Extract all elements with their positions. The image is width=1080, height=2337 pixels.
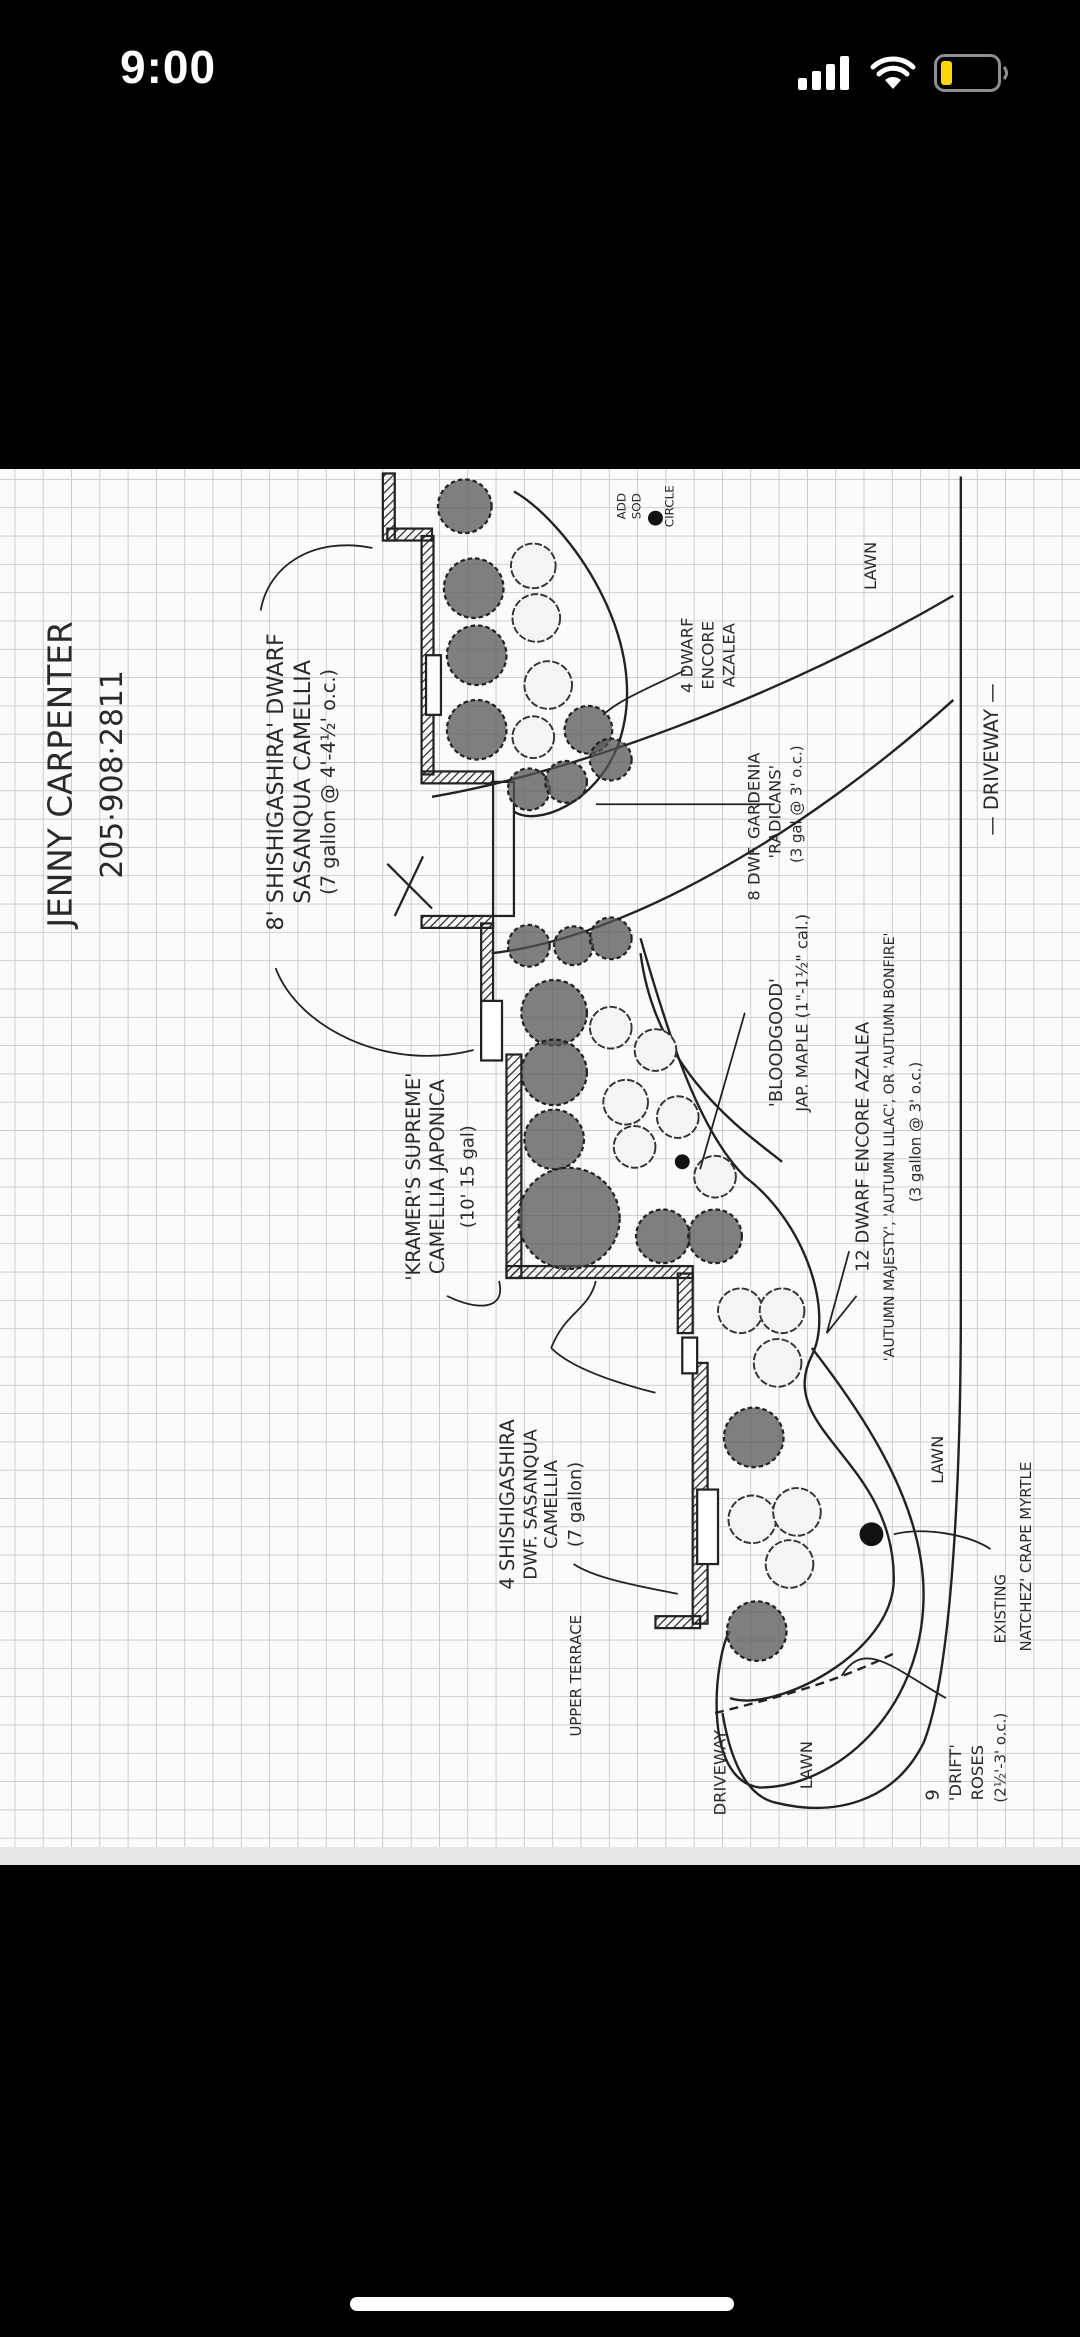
status-time: 9:00	[120, 41, 217, 93]
shrub-symbol	[553, 925, 594, 967]
shrub-symbol	[445, 698, 508, 761]
label-upper-terrace: UPPER TERRACE	[567, 1615, 585, 1737]
shrub-symbol	[517, 1166, 621, 1271]
battery-icon	[934, 54, 1008, 92]
label-shishigashira-4-line2: DWF. SASANQUA	[520, 1428, 541, 1579]
shrub-symbol	[588, 737, 633, 782]
azalea-symbol	[727, 1494, 778, 1545]
retaining-walls	[381, 472, 720, 1630]
shrub-symbol	[588, 916, 633, 961]
shrub-symbol	[506, 767, 551, 812]
label-gardenia-line3: (3 gal @ 3' o.c.)	[787, 745, 805, 863]
label-shishigashira-4-line3: CAMELLIA	[541, 1459, 562, 1549]
plant-symbols	[436, 478, 884, 1663]
label-encore-azalea-4-line3: AZALEA	[719, 622, 738, 687]
label-lawn-3: LAWN	[861, 542, 880, 590]
label-drift-roses-line3: ROSES	[968, 1745, 987, 1800]
label-shishigashira-8-line2: SASANQUA CAMELLIA	[290, 659, 316, 903]
shrub-symbol	[442, 557, 505, 620]
sketch-labels: JENNY CARPENTER 205·908·2811 8' SHISHIGA…	[42, 485, 1035, 1815]
label-bloodgood-maple-line2: JAP. MAPLE (1"-1½" cal.)	[792, 914, 811, 1113]
label-encore-azalea-12-line3: (3 gallon @ 3' o.c.)	[907, 1062, 925, 1202]
cellular-signal-icon	[798, 56, 849, 90]
label-gardenia-line2: 'RADICANS'	[766, 765, 785, 859]
landscape-plan-drawing: JENNY CARPENTER 205·908·2811 8' SHISHIGA…	[0, 469, 1080, 1865]
label-crape-myrtle-line2: NATCHEZ' CRAPE MYRTLE	[1017, 1462, 1035, 1652]
bed-outlines	[431, 476, 963, 1809]
label-bloodgood-maple: 'BLOODGOOD'	[766, 978, 787, 1107]
azalea-symbol	[717, 1287, 764, 1335]
azalea-symbol	[511, 593, 562, 643]
shrub-symbol	[725, 1600, 788, 1663]
azalea-symbol	[764, 1539, 815, 1589]
label-drift-roses-line4: (2½'-3' o.c.)	[992, 1713, 1010, 1803]
azalea-symbol	[588, 1005, 633, 1050]
shrub-symbol	[506, 923, 551, 968]
label-driveway-left: DRIVEWAY	[710, 1729, 729, 1816]
home-indicator[interactable]	[350, 2297, 734, 2311]
tree-trunk-symbol	[859, 1522, 884, 1547]
wifi-icon	[870, 56, 916, 89]
status-icons	[798, 54, 1010, 92]
shrub-symbol	[687, 1208, 743, 1265]
azalea-symbol	[602, 1078, 649, 1126]
azalea-symbol	[758, 1287, 806, 1335]
label-encore-azalea-12: 12 DWARF ENCORE AZALEA	[852, 1021, 873, 1272]
tree-trunk-symbol	[674, 1154, 690, 1170]
label-encore-azalea-4-line2: ENCORE	[699, 621, 718, 690]
azalea-symbol	[693, 1154, 737, 1199]
label-kramers-line2: CAMELLIA JAPONICA	[426, 1078, 449, 1274]
label-drift-roses-line2: 'DRIFT'	[946, 1744, 965, 1801]
label-kramers-supreme: 'KRAMER'S SUPREME'	[402, 1073, 425, 1281]
label-lawn-2: LAWN	[928, 1436, 947, 1484]
shrub-symbol	[544, 759, 589, 804]
paper-edge	[0, 1847, 1080, 1865]
designer-name: JENNY CARPENTER	[42, 621, 80, 929]
azalea-symbol	[511, 715, 556, 760]
shrub-symbol	[520, 1038, 589, 1107]
label-shishigashira-4: 4 SHISHIGASHIRA	[496, 1419, 519, 1590]
shrub-symbol	[520, 978, 589, 1047]
azalea-symbol	[523, 660, 573, 710]
shrub-symbol	[436, 478, 493, 535]
azalea-symbol	[752, 1338, 803, 1388]
label-driveway-main: — DRIVEWAY —	[980, 683, 1003, 835]
shrub-symbol	[523, 1108, 586, 1171]
label-shishigashira-8: 8' SHISHIGASHIRA' DWARF	[263, 633, 289, 930]
battery-level	[941, 61, 952, 85]
landscape-sketch-photo[interactable]: JENNY CARPENTER 205·908·2811 8' SHISHIGA…	[0, 469, 1080, 1865]
label-gardenia: 8 DWF. GARDENIA	[745, 752, 764, 901]
azalea-symbol	[655, 1095, 700, 1139]
azalea-symbol	[772, 1487, 822, 1537]
azalea-symbol	[612, 1125, 657, 1169]
label-encore-azalea-12-line2: 'AUTUMN MAJESTY', 'AUTUMN LILAC', OR 'AU…	[882, 933, 898, 1362]
label-kramers-line3: (10' 15 gal)	[458, 1125, 479, 1228]
sod-circle-marker	[648, 510, 663, 526]
label-lawn-1: LAWN	[797, 1741, 816, 1789]
label-shishigashira-4-line4: (7 gallon)	[565, 1462, 586, 1547]
azalea-symbol	[509, 542, 557, 590]
label-crape-myrtle: EXISTING	[992, 1574, 1010, 1644]
designer-phone: 205·908·2811	[95, 670, 130, 878]
leader-arrows	[259, 544, 992, 1699]
label-drift-roses: 9	[922, 1789, 943, 1800]
status-bar: 9:00	[0, 0, 1080, 140]
shrub-symbol	[634, 1208, 691, 1265]
azalea-symbol	[633, 1028, 678, 1072]
shrub-symbol	[445, 624, 508, 687]
label-sod-circle-line2: SOD	[630, 493, 644, 519]
shrub-symbol	[722, 1406, 785, 1469]
graph-grid	[0, 469, 1080, 1848]
label-shishigashira-8-line3: (7 gallon @ 4'-4½' o.c.)	[317, 669, 340, 895]
label-sod-circle-line3: CIRCLE	[662, 485, 676, 527]
label-sod-circle: ADD	[615, 493, 629, 519]
label-encore-azalea-4: 4 DWARF	[678, 617, 697, 693]
